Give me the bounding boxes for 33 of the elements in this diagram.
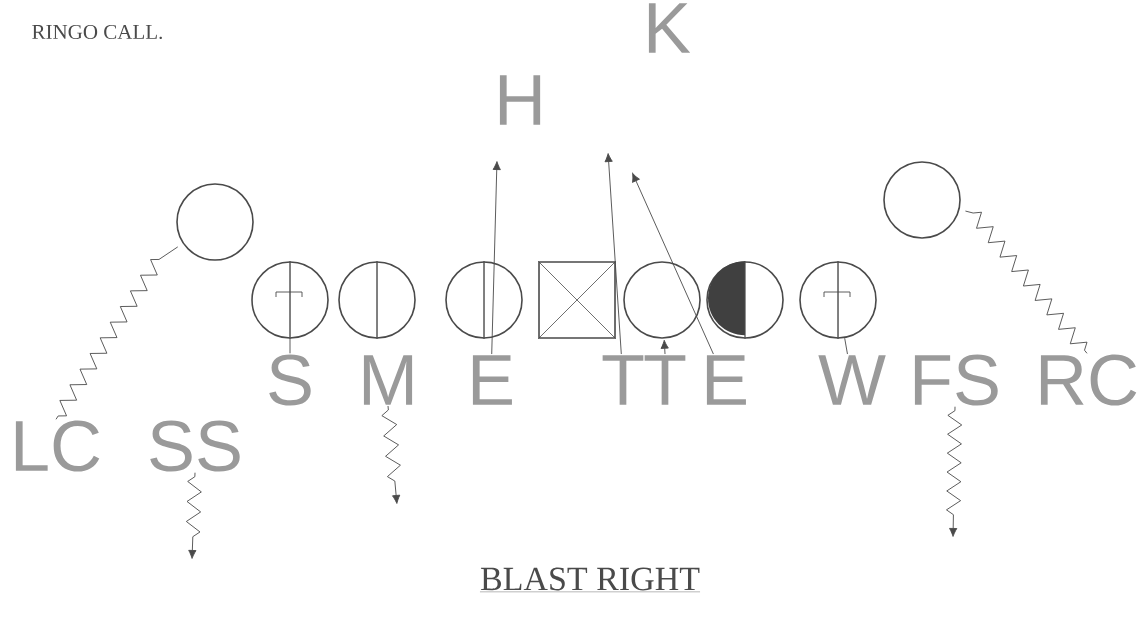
player-letter: E <box>472 355 512 405</box>
block-line <box>844 337 848 355</box>
player-letter: RC <box>1040 354 1137 406</box>
player-circle <box>445 260 523 340</box>
player-circle <box>883 161 961 239</box>
player-circle <box>623 261 701 339</box>
player-letter: SS <box>150 420 240 472</box>
player-letter: S <box>269 354 311 406</box>
block-line <box>289 338 291 354</box>
zigzag-arrow <box>185 472 202 559</box>
player-letter: M <box>363 355 413 405</box>
route-arrow <box>491 161 501 355</box>
route-arrow <box>660 339 669 355</box>
zigzag-arrow <box>381 405 401 504</box>
play-title: RINGO CALL. <box>32 24 162 40</box>
player-letter: T <box>602 355 644 405</box>
player-circle <box>251 260 329 340</box>
zigzag-arrow <box>946 406 963 537</box>
player-letter: K <box>648 3 691 53</box>
player-circle <box>799 260 877 340</box>
player-letter: LC <box>15 420 100 472</box>
play-name: BLAST RIGHT <box>479 567 701 593</box>
center-square <box>537 260 617 340</box>
player-circle <box>176 183 254 261</box>
player-letter: FS <box>914 354 998 406</box>
player-letter: E <box>706 355 746 405</box>
player-letter: T <box>644 355 686 405</box>
player-letter: W <box>818 355 886 405</box>
player-letter: H <box>499 75 541 125</box>
player-circle <box>706 260 784 340</box>
route-arrow <box>632 173 714 355</box>
route-arrow <box>604 153 622 355</box>
player-circle <box>338 260 416 340</box>
